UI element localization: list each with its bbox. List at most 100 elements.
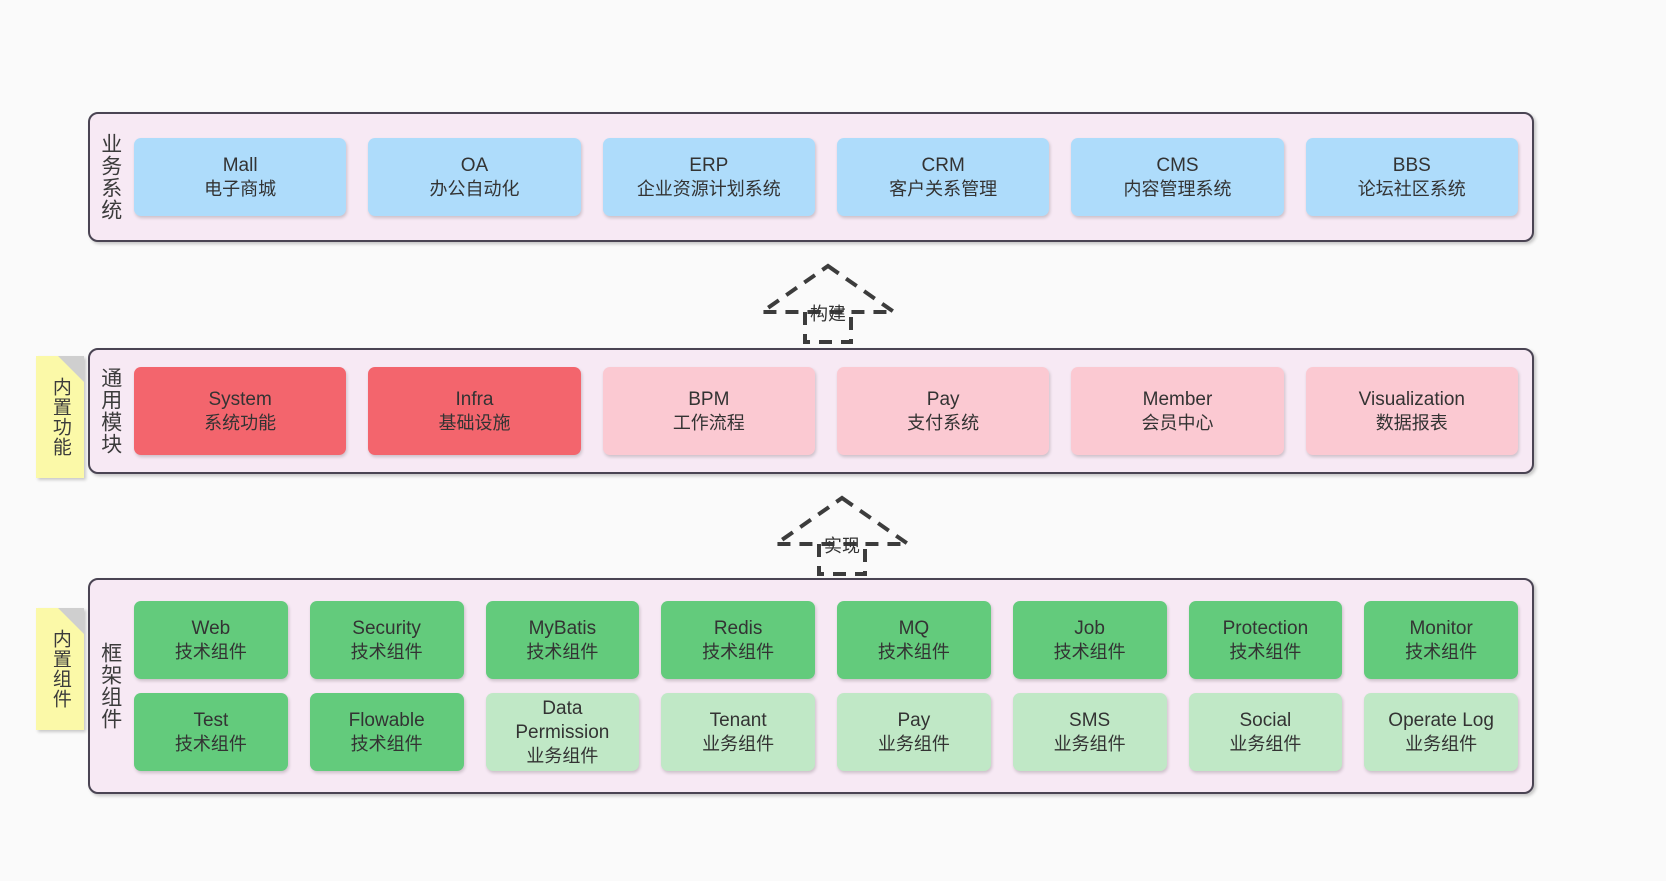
node-row: System 系统功能 Infra 基础设施 BPM 工作流程 Pay 支付系统… — [134, 367, 1518, 455]
node-subtitle: 技术组件 — [1405, 641, 1478, 662]
node-subtitle: 论坛社区系统 — [1357, 178, 1466, 199]
node-subtitle: 内容管理系统 — [1123, 178, 1232, 199]
node-subtitle: 系统功能 — [204, 412, 277, 433]
node-title: Infra — [455, 388, 494, 410]
node-job[interactable]: Job 技术组件 — [1012, 601, 1167, 679]
node-subtitle: 电子商城 — [204, 178, 277, 199]
node-subtitle: 技术组件 — [350, 733, 423, 754]
connector-implement: 实现 — [769, 494, 915, 576]
node-row: Mall 电子商城 OA 办公自动化 ERP 企业资源计划系统 CRM 客户关系… — [134, 138, 1518, 216]
node-title: Job — [1074, 617, 1105, 639]
node-subtitle: 业务组件 — [1229, 733, 1302, 754]
layer-title-business-system: 业务系统 — [98, 133, 122, 221]
node-monitor[interactable]: Monitor 技术组件 — [1364, 601, 1518, 679]
node-title: Visualization — [1358, 388, 1465, 410]
node-tenant[interactable]: Tenant 业务组件 — [661, 693, 815, 771]
node-bbs[interactable]: BBS 论坛社区系统 — [1305, 138, 1518, 216]
node-subtitle: 技术组件 — [174, 733, 247, 754]
node-title: Flowable — [348, 709, 425, 731]
layer-body-common-modules: System 系统功能 Infra 基础设施 BPM 工作流程 Pay 支付系统… — [130, 350, 1532, 472]
node-subtitle: 客户关系管理 — [889, 178, 998, 199]
node-subtitle: 支付系统 — [907, 412, 980, 433]
node-title: Protection — [1222, 617, 1309, 639]
node-title: Mall — [222, 154, 258, 176]
node-title: Social — [1239, 709, 1292, 731]
node-erp[interactable]: ERP 企业资源计划系统 — [602, 138, 815, 216]
node-subtitle: 技术组件 — [877, 641, 950, 662]
node-security[interactable]: Security 技术组件 — [309, 601, 464, 679]
node-title: Test — [193, 709, 229, 731]
node-member[interactable]: Member 会员中心 — [1071, 367, 1284, 455]
node-subtitle: 技术组件 — [526, 641, 599, 662]
node-subtitle: 基础设施 — [438, 412, 511, 433]
node-row: Web 技术组件 Security 技术组件 MyBatis 技术组件 Redi… — [134, 601, 1518, 679]
node-web[interactable]: Web 技术组件 — [134, 601, 288, 679]
node-protection[interactable]: Protection 技术组件 — [1188, 601, 1343, 679]
node-operate-log[interactable]: Operate Log 业务组件 — [1364, 693, 1518, 771]
connector-label: 构建 — [810, 304, 846, 324]
node-mq[interactable]: MQ 技术组件 — [837, 601, 991, 679]
connector-label: 实现 — [824, 536, 860, 556]
dashed-generalization-arrow-icon — [769, 495, 915, 576]
node-title: Security — [352, 617, 421, 639]
node-subtitle: 技术组件 — [350, 641, 423, 662]
node-visualization[interactable]: Visualization 数据报表 — [1305, 367, 1518, 455]
node-row: Test 技术组件 Flowable 技术组件 Data Permission … — [134, 693, 1518, 771]
node-subtitle: 工作流程 — [672, 412, 745, 433]
layer-title-framework-components: 框架组件 — [98, 642, 122, 730]
node-subtitle: 办公自动化 — [429, 178, 520, 199]
node-title: Pay — [897, 709, 931, 731]
node-title: Operate Log — [1388, 709, 1494, 731]
sticky-note-label: 内置功能 — [49, 377, 71, 457]
node-subtitle: 技术组件 — [174, 641, 247, 662]
node-title: MQ — [898, 617, 930, 639]
node-title: SMS — [1069, 709, 1111, 731]
node-subtitle: 业务组件 — [1053, 733, 1126, 754]
folded-corner-icon — [58, 356, 84, 382]
node-redis[interactable]: Redis 技术组件 — [661, 601, 815, 679]
node-title: CRM — [921, 154, 965, 176]
node-social[interactable]: Social 业务组件 — [1188, 693, 1343, 771]
node-test[interactable]: Test 技术组件 — [134, 693, 288, 771]
node-title: Data Permission — [515, 697, 610, 743]
node-title: Pay — [926, 388, 960, 410]
node-pay-component[interactable]: Pay 业务组件 — [837, 693, 991, 771]
sticky-note-builtin-features[interactable]: 内置功能 — [36, 356, 84, 478]
node-title: System — [208, 388, 272, 410]
layer-framework-components[interactable]: 框架组件 Web 技术组件 Security 技术组件 MyBatis 技术组件… — [88, 578, 1534, 794]
node-subtitle: 业务组件 — [1405, 733, 1478, 754]
node-data-permission[interactable]: Data Permission 业务组件 — [485, 693, 640, 771]
node-title: Monitor — [1409, 617, 1473, 639]
node-flowable[interactable]: Flowable 技术组件 — [309, 693, 464, 771]
node-title: OA — [460, 154, 489, 176]
connector-build: 构建 — [755, 262, 901, 344]
node-mall[interactable]: Mall 电子商城 — [134, 138, 347, 216]
node-infra[interactable]: Infra 基础设施 — [368, 367, 581, 455]
sticky-note-builtin-components[interactable]: 内置组件 — [36, 608, 84, 730]
node-bpm[interactable]: BPM 工作流程 — [602, 367, 815, 455]
node-subtitle: 技术组件 — [1053, 641, 1126, 662]
sticky-note-label: 内置组件 — [49, 629, 71, 709]
node-subtitle: 技术组件 — [1229, 641, 1302, 662]
layer-common-modules[interactable]: 通用模块 System 系统功能 Infra 基础设施 BPM 工作流程 Pay — [88, 348, 1534, 474]
node-title: Tenant — [709, 709, 767, 731]
layer-body-framework-components: Web 技术组件 Security 技术组件 MyBatis 技术组件 Redi… — [130, 580, 1532, 792]
node-sms[interactable]: SMS 业务组件 — [1012, 693, 1167, 771]
node-crm[interactable]: CRM 客户关系管理 — [836, 138, 1050, 216]
node-title: Member — [1142, 388, 1213, 410]
node-subtitle: 技术组件 — [702, 641, 775, 662]
node-subtitle: 企业资源计划系统 — [636, 178, 781, 199]
dashed-generalization-arrow-icon — [755, 263, 901, 344]
node-title: BBS — [1392, 154, 1431, 176]
node-cms[interactable]: CMS 内容管理系统 — [1071, 138, 1284, 216]
node-oa[interactable]: OA 办公自动化 — [368, 138, 581, 216]
node-pay-module[interactable]: Pay 支付系统 — [836, 367, 1050, 455]
node-system[interactable]: System 系统功能 — [134, 367, 347, 455]
node-mybatis[interactable]: MyBatis 技术组件 — [485, 601, 640, 679]
node-subtitle: 数据报表 — [1375, 412, 1448, 433]
layer-business-system[interactable]: 业务系统 Mall 电子商城 OA 办公自动化 ERP 企业资源计划系统 CRM — [88, 112, 1534, 242]
node-title: BPM — [688, 388, 730, 410]
node-title: ERP — [689, 154, 729, 176]
node-subtitle: 业务组件 — [702, 733, 775, 754]
